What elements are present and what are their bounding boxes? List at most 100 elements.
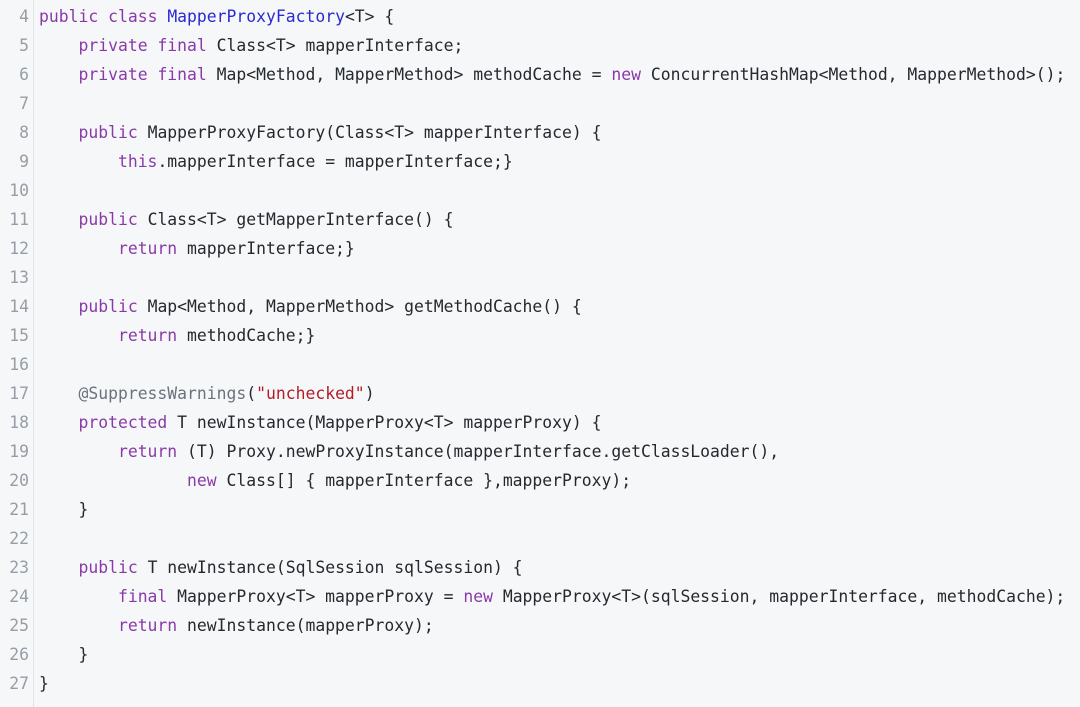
code-token-plain: <T> { [344, 7, 395, 26]
code-token-plain [157, 7, 167, 26]
code-token-plain: ( [246, 384, 257, 403]
code-line: 12 return mapperInterface;} [0, 234, 1080, 263]
line-code: public T newInstance(SqlSession sqlSessi… [39, 553, 523, 582]
code-line: 23 public T newInstance(SqlSession sqlSe… [0, 553, 1080, 582]
code-line: 5 private final Class<T> mapperInterface… [0, 31, 1080, 60]
code-token-plain: MapperProxyFactory(Class<T> mapperInterf… [137, 123, 602, 142]
line-number: 5 [19, 36, 29, 55]
code-line: 11 public Class<T> getMapperInterface() … [0, 205, 1080, 234]
line-number: 24 [9, 587, 29, 606]
code-token-plain [39, 413, 78, 432]
line-code: return newInstance(mapperProxy); [39, 611, 434, 640]
code-line: 7 [0, 89, 1080, 118]
code-token-kw: new [611, 65, 641, 84]
line-code: @SuppressWarnings("unchecked") [39, 379, 375, 408]
code-token-plain [39, 326, 118, 345]
code-line: 21 } [0, 495, 1080, 524]
line-number: 11 [9, 210, 29, 229]
code-line: 4 public class MapperProxyFactory<T> { [0, 2, 1080, 31]
code-token-plain: Map<Method, MapperMethod> methodCache = [206, 65, 612, 84]
code-token-plain: } [39, 645, 89, 664]
code-line: 8 public MapperProxyFactory(Class<T> map… [0, 118, 1080, 147]
code-line: 18 protected T newInstance(MapperProxy<T… [0, 408, 1080, 437]
line-code: public class MapperProxyFactory<T> { [39, 2, 394, 31]
code-line: 10 [0, 176, 1080, 205]
code-token-plain: Map<Method, MapperMethod> getMethodCache… [137, 297, 582, 316]
code-token-kw: this [117, 152, 158, 171]
line-number: 17 [9, 384, 29, 403]
code-token-kw: public [78, 210, 138, 229]
code-token-plain [39, 384, 78, 403]
line-number: 13 [9, 268, 29, 287]
code-line: 24 final MapperProxy<T> mapperProxy = ne… [0, 582, 1080, 611]
line-number: 25 [9, 616, 29, 635]
line-code: protected T newInstance(MapperProxy<T> m… [39, 408, 602, 437]
code-line: 13 [0, 263, 1080, 292]
line-code: private final Class<T> mapperInterface; [39, 31, 463, 60]
line-code: private final Map<Method, MapperMethod> … [39, 60, 1065, 89]
line-number: 23 [9, 558, 29, 577]
code-token-plain: } [39, 674, 49, 693]
line-number: 4 [19, 7, 29, 26]
line-number: 16 [9, 355, 29, 374]
line-number: 27 [9, 674, 29, 693]
line-code: return methodCache;} [39, 321, 315, 350]
code-token-plain [39, 36, 78, 55]
code-token-plain: ConcurrentHashMap<Method, MapperMethod>(… [640, 65, 1066, 84]
code-token-plain: newInstance(mapperProxy); [177, 616, 434, 635]
line-number: 22 [9, 529, 29, 548]
code-line: 9 this.mapperInterface = mapperInterface… [0, 147, 1080, 176]
line-code: } [39, 669, 49, 698]
code-token-plain [39, 616, 118, 635]
code-token-plain [39, 239, 118, 258]
line-number: 26 [9, 645, 29, 664]
code-token-plain: methodCache;} [177, 326, 316, 345]
code-token-kw: new [187, 471, 217, 490]
code-token-plain [98, 7, 108, 26]
code-line: 17 @SuppressWarnings("unchecked") [0, 379, 1080, 408]
code-line: 16 [0, 350, 1080, 379]
code-token-kw: public [39, 7, 99, 26]
code-token-type-name: MapperProxyFactory [167, 7, 345, 26]
line-number: 10 [9, 181, 29, 200]
code-token-plain [39, 152, 118, 171]
code-token-plain [148, 65, 158, 84]
code-token-plain [39, 210, 78, 229]
code-token-plain [39, 297, 78, 316]
code-line: 22 [0, 524, 1080, 553]
code-token-plain [39, 471, 187, 490]
code-token-kw: public [78, 123, 138, 142]
code-token-plain: MapperProxy<T>(sqlSession, mapperInterfa… [492, 587, 1066, 606]
code-token-plain: mapperInterface;} [177, 239, 355, 258]
line-number: 9 [19, 152, 29, 171]
code-token-plain: T newInstance(MapperProxy<T> mapperProxy… [167, 413, 602, 432]
line-code: return mapperInterface;} [39, 234, 355, 263]
line-number: 18 [9, 413, 29, 432]
code-token-plain: T newInstance(SqlSession sqlSession) { [137, 558, 523, 577]
line-code: this.mapperInterface = mapperInterface;} [39, 147, 513, 176]
code-token-kw: return [117, 239, 178, 258]
code-token-kw: final [157, 65, 207, 84]
code-line: 26 } [0, 640, 1080, 669]
code-token-plain [39, 65, 78, 84]
line-code: public Class<T> getMapperInterface() { [39, 205, 453, 234]
gutter-divider [33, 0, 34, 707]
code-token-plain: (T) Proxy.newProxyInstance(mapperInterfa… [177, 442, 780, 461]
code-token-kw: return [117, 326, 178, 345]
line-number: 15 [9, 326, 29, 345]
code-token-annotation: @SuppressWarnings [78, 384, 247, 403]
line-number: 19 [9, 442, 29, 461]
code-token-kw: return [117, 442, 178, 461]
code-token-kw: protected [78, 413, 168, 432]
code-token-plain: ) [364, 384, 375, 403]
code-token-plain [39, 123, 78, 142]
line-code: new Class[] { mapperInterface },mapperPr… [39, 466, 631, 495]
code-token-kw: new [463, 587, 493, 606]
code-line: 20 new Class[] { mapperInterface },mappe… [0, 466, 1080, 495]
line-number: 20 [9, 471, 29, 490]
code-token-kw: private [78, 36, 148, 55]
code-token-plain: Class<T> mapperInterface; [206, 36, 464, 55]
code-token-kw: private [78, 65, 148, 84]
code-token-plain [39, 442, 118, 461]
